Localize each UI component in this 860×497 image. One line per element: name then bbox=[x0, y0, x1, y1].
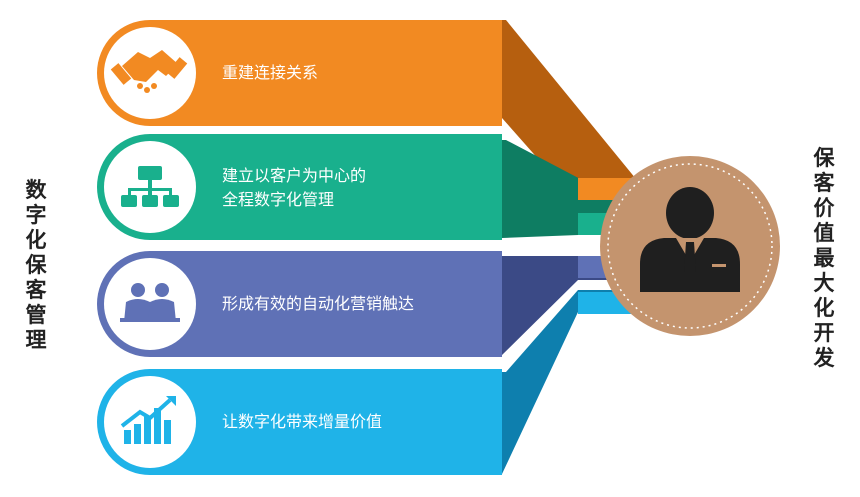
connector-4 bbox=[502, 290, 645, 474]
bar-label-reconnect: 重建连接关系 bbox=[222, 61, 318, 85]
bar-customer-centric bbox=[97, 134, 502, 240]
growth-chart-icon bbox=[120, 396, 176, 444]
bar-label-line: 形成有效的自动化营销触达 bbox=[222, 294, 415, 313]
bar-label-customer-centric: 建立以客户为中心的 全程数字化管理 bbox=[222, 164, 366, 212]
bar-label-line: 建立以客户为中心的 bbox=[222, 166, 367, 185]
left-side-label: 数字化保客管理 bbox=[25, 178, 47, 352]
team-icon bbox=[120, 283, 180, 322]
bar-label-line: 全程数字化管理 bbox=[222, 190, 335, 209]
bar-label-line: 重建连接关系 bbox=[222, 63, 319, 82]
bar-label-incremental-value: 让数字化带来增量价值 bbox=[222, 410, 382, 434]
hub bbox=[600, 156, 780, 336]
bar-label-automation: 形成有效的自动化营销触达 bbox=[222, 292, 414, 316]
bar-reconnect bbox=[97, 20, 502, 126]
connector-3 bbox=[502, 256, 645, 355]
bar-label-line: 让数字化带来增量价值 bbox=[222, 412, 383, 431]
right-side-label: 保客价值最大化开发 bbox=[813, 146, 835, 370]
bar-incremental-value bbox=[97, 369, 502, 475]
bar-automation bbox=[97, 251, 502, 357]
handshake-icon bbox=[110, 50, 188, 93]
businessman-icon bbox=[640, 187, 740, 292]
org-chart-icon bbox=[121, 166, 179, 207]
